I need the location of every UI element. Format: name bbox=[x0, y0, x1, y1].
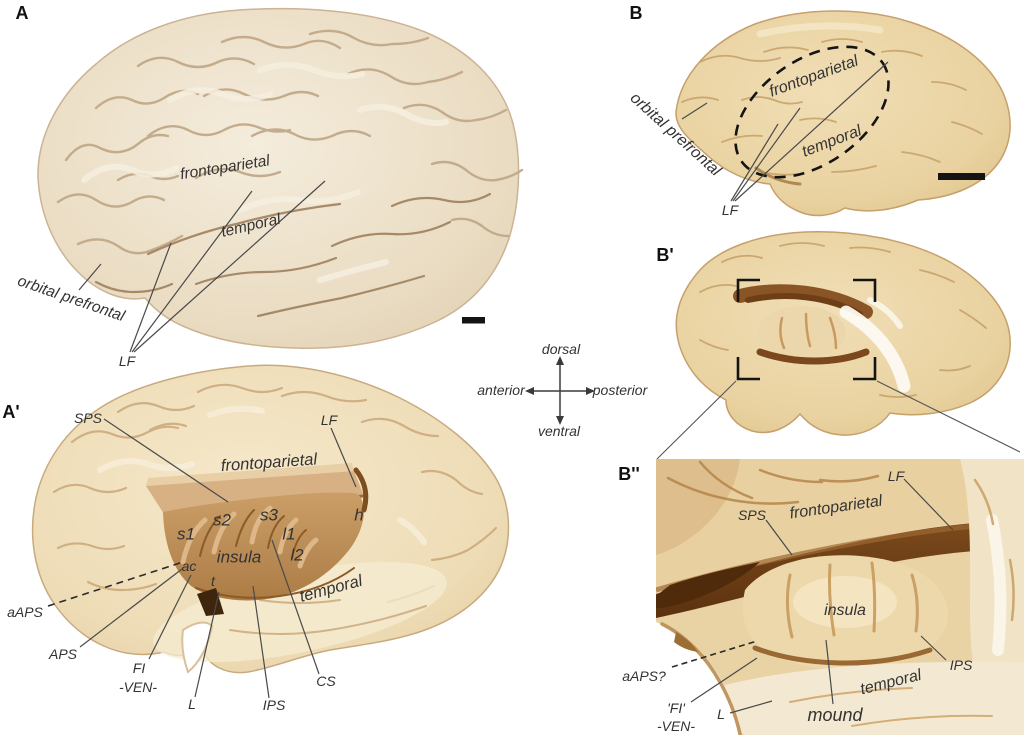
label-b3-mound: mound bbox=[807, 705, 863, 725]
panel-a-brain-photo bbox=[37, 7, 524, 350]
label-b3-sps: SPS bbox=[737, 507, 767, 523]
panel-marker-b: B bbox=[629, 3, 643, 23]
panel-b-double-prime-leader-lines bbox=[690, 478, 954, 714]
crop-bracket-top-right bbox=[853, 278, 877, 302]
panel-b-prime-zoom-lines bbox=[656, 380, 1021, 460]
label-b3-ven: -VEN- bbox=[656, 718, 696, 734]
orientation-compass bbox=[525, 356, 595, 425]
scale-bar-a bbox=[462, 317, 485, 324]
label-a2-l2: l2 bbox=[290, 545, 304, 565]
label-a2-insula: insula bbox=[216, 547, 262, 567]
label-a2-s1: s1 bbox=[177, 524, 195, 544]
panel-a-prime-leader-lines bbox=[79, 418, 357, 699]
panel-b-double-prime-photo bbox=[656, 459, 1024, 735]
label-a-lf: LF bbox=[118, 353, 136, 369]
panel-marker-b-double-prime: B'' bbox=[618, 464, 640, 484]
panel-marker-b-prime: B' bbox=[656, 245, 674, 265]
panel-a-leader-lines bbox=[78, 180, 326, 353]
compass-dorsal-label: dorsal bbox=[541, 341, 581, 357]
label-b3-ips: IPS bbox=[949, 657, 973, 673]
panel-b-double-prime-dashed-aaps-line bbox=[671, 640, 758, 668]
label-a2-sps: SPS bbox=[73, 410, 103, 426]
label-a2-l1: l1 bbox=[282, 524, 296, 544]
label-a2-ips: IPS bbox=[262, 697, 286, 713]
compass-anterior-label: anterior bbox=[477, 382, 525, 398]
compass-posterior-label: posterior bbox=[592, 382, 648, 398]
label-a2-fi: FI bbox=[132, 660, 146, 676]
panel-marker-a-prime: A' bbox=[2, 402, 20, 422]
label-a2-s3: s3 bbox=[260, 505, 278, 525]
label-a2-h: h bbox=[354, 505, 364, 525]
label-b-lf: LF bbox=[721, 202, 739, 218]
label-a2-aaps: aAPS bbox=[7, 604, 43, 620]
label-b3-l: L bbox=[717, 706, 725, 722]
label-b3-insula: insula bbox=[824, 602, 866, 619]
crop-brackets bbox=[736, 278, 877, 381]
compass-ventral-label: ventral bbox=[537, 423, 581, 439]
label-b3-fi: 'FI' bbox=[667, 700, 685, 716]
label-a2-aps: APS bbox=[48, 646, 78, 662]
label-b3-lf: LF bbox=[887, 468, 905, 484]
label-a2-cs: CS bbox=[316, 673, 336, 689]
crop-bracket-bottom-right bbox=[853, 357, 877, 381]
panel-b-brain-photo bbox=[675, 10, 1011, 217]
label-a2-ven: -VEN- bbox=[118, 679, 158, 695]
dashed-outline-ellipse bbox=[734, 45, 890, 179]
label-a2-t: t bbox=[211, 573, 215, 589]
label-a2-ac: ac bbox=[181, 558, 197, 574]
crop-bracket-bottom-left bbox=[736, 357, 760, 381]
crop-bracket-top-left bbox=[736, 278, 760, 302]
label-a2-s2: s2 bbox=[213, 510, 231, 530]
panel-b-leader-lines bbox=[681, 61, 889, 202]
panel-b-prime-brain-photo bbox=[675, 231, 1011, 436]
label-b3-aaps-query: aAPS? bbox=[622, 668, 666, 684]
panel-a-prime-brain-photo bbox=[31, 364, 510, 674]
label-a2-l: L bbox=[188, 696, 196, 712]
panel-marker-a: A bbox=[15, 3, 29, 23]
label-a2-lf: LF bbox=[320, 412, 338, 428]
scale-bar-b bbox=[938, 173, 985, 180]
